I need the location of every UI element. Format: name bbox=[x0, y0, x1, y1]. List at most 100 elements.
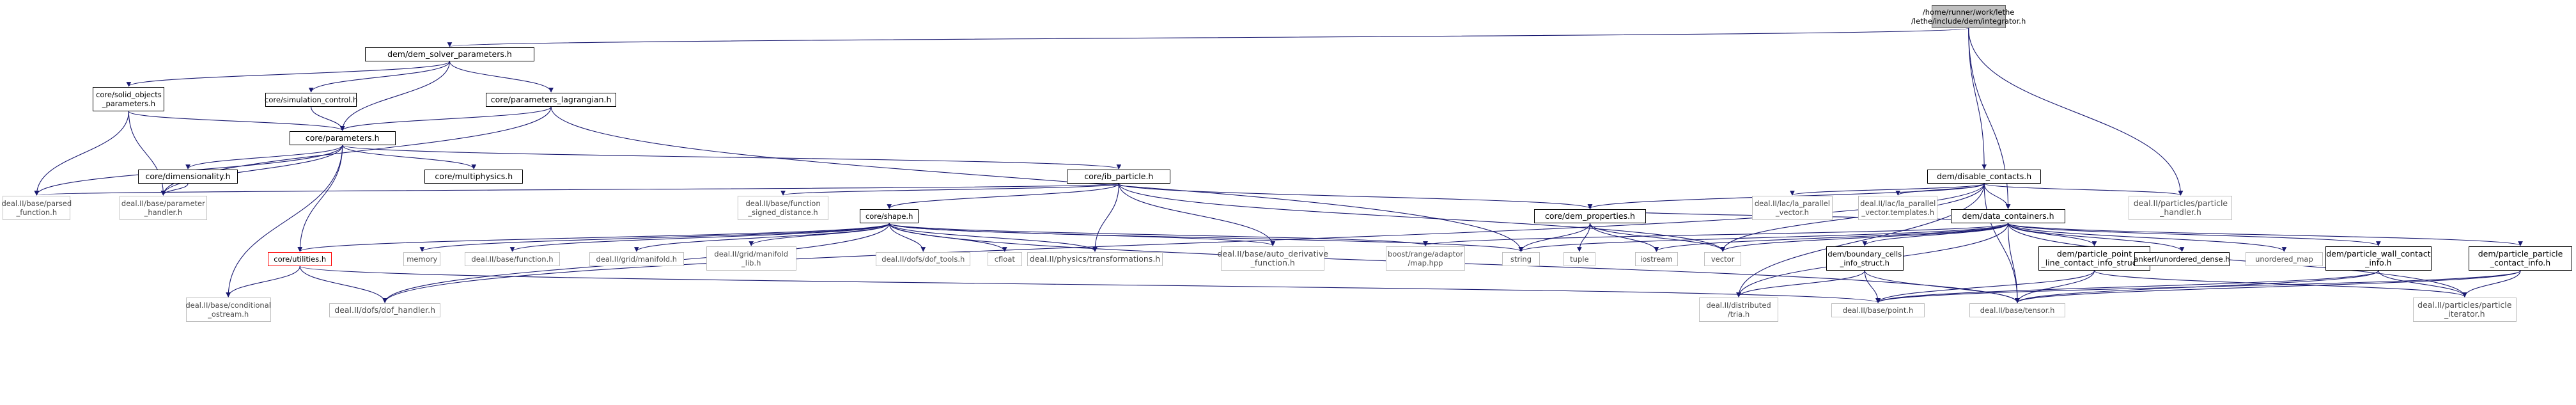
node-simulation-control[interactable]: core/simulation_control.h bbox=[265, 93, 357, 107]
node-label: deal.II/lac/la_parallel bbox=[1860, 199, 1936, 208]
node-label: iostream bbox=[1640, 255, 1673, 264]
node-label: _parameters.h bbox=[102, 99, 156, 108]
node-label: core/dem_properties.h bbox=[1544, 211, 1635, 221]
node-particle-particle-contact-info[interactable]: dem/particle_particle_contact_info.h bbox=[2469, 246, 2572, 271]
node-label: deal.II/particles/particle bbox=[2417, 300, 2512, 310]
edge-shape-to-utilities bbox=[297, 223, 890, 252]
node-disable-contacts[interactable]: dem/disable_contacts.h bbox=[1927, 170, 2042, 184]
node-particle-handler: deal.II/particles/particle_handler.h bbox=[2129, 196, 2233, 220]
node-label: deal.II/dofs/dof_tools.h bbox=[881, 255, 965, 264]
node-solid-objects-parameters[interactable]: core/solid_objects_parameters.h bbox=[93, 87, 165, 111]
node-parameters-lagrangian[interactable]: core/parameters_lagrangian.h bbox=[485, 93, 617, 107]
node-particle-wall-contact-info[interactable]: dem/particle_wall_contact_info.h bbox=[2325, 246, 2432, 271]
node-dem-solver-parameters[interactable]: dem/dem_solver_parameters.h bbox=[365, 47, 534, 61]
node-multiphysics[interactable]: core/multiphysics.h bbox=[424, 170, 524, 184]
edge-dimensionality-to-param_handler bbox=[160, 183, 189, 196]
node-label: string bbox=[1510, 255, 1532, 264]
node-integrator-h: /home/runner/work/lethe/lethe/include/de… bbox=[1911, 5, 2026, 28]
node-label: core/solid_objects bbox=[96, 90, 162, 99]
node-label: _handler.h bbox=[144, 208, 183, 217]
edge-utilities-to-point bbox=[299, 266, 1881, 303]
edge-utilities-to-cond_ostream bbox=[226, 266, 300, 298]
node-label: deal.II/base/auto_derivative bbox=[1217, 249, 1328, 258]
node-unordered-map: unordered_map bbox=[2246, 252, 2323, 266]
node-label: vector bbox=[1711, 255, 1735, 264]
node-distributed-tria: deal.II/distributed/tria.h bbox=[1698, 298, 1779, 322]
edge-disable_contacts-to-tensor bbox=[1983, 183, 2020, 303]
node-dof-tools: deal.II/dofs/dof_tools.h bbox=[876, 252, 971, 266]
node-physics-transformations: deal.II/physics/transformations.h bbox=[1027, 252, 1163, 266]
node-label: deal.II/lac/la_parallel bbox=[1754, 199, 1830, 208]
node-label: dem/particle_particle bbox=[2478, 249, 2563, 258]
node-dem-properties[interactable]: core/dem_properties.h bbox=[1534, 209, 1646, 223]
edge-parameters-to-param_handler bbox=[160, 145, 343, 196]
node-boundary-cells-info[interactable]: dem/boundary_cells_info_struct.h bbox=[1826, 246, 1904, 271]
node-label: deal.II/base/point.h bbox=[1842, 306, 1914, 315]
edge-dem_solver-to-solid_objects bbox=[126, 61, 451, 87]
node-label: core/ib_particle.h bbox=[1084, 171, 1154, 181]
node-label: core/multiphysics.h bbox=[435, 171, 513, 181]
node-memory: memory bbox=[403, 252, 441, 266]
edge-disable_contacts-to-tria bbox=[1736, 183, 1985, 298]
edge-shape-to-memory bbox=[419, 223, 890, 252]
edge-disable_contacts-to-data_containers bbox=[1983, 183, 2011, 209]
edge-pp_contact-to-point bbox=[1875, 270, 2521, 303]
node-data-containers[interactable]: dem/data_containers.h bbox=[1951, 209, 2065, 223]
node-unordered-dense[interactable]: ankerl/unordered_dense.h bbox=[2134, 252, 2230, 266]
edge-dem_solver-to-param_lagr bbox=[449, 61, 554, 93]
edge-data_containers-to-vector bbox=[1720, 223, 2009, 252]
edge-disable_contacts-to-la_vector_tpl bbox=[1895, 183, 1985, 196]
node-auto-derivative-function: deal.II/base/auto_derivative_function.h bbox=[1218, 246, 1328, 271]
node-label: memory bbox=[407, 255, 438, 264]
node-iostream: iostream bbox=[1635, 252, 1678, 266]
node-label: _function.h bbox=[16, 208, 58, 217]
node-la-parallel-vector: deal.II/lac/la_parallel_vector.h bbox=[1751, 196, 1833, 220]
node-label: boost/range/adaptor bbox=[1388, 250, 1464, 258]
node-label: deal.II/base/tensor.h bbox=[1980, 306, 2055, 315]
edge-data_containers-to-boundary_cells bbox=[1862, 223, 2009, 246]
node-label: _contact_info.h bbox=[2490, 258, 2551, 267]
edge-root-to-particle_handler bbox=[1968, 28, 2184, 196]
node-shape[interactable]: core/shape.h bbox=[860, 209, 919, 223]
node-label: deal.II/base/function.h bbox=[471, 255, 554, 264]
edge-dem_properties-to-vector bbox=[1589, 223, 1725, 252]
node-ib-particle[interactable]: core/ib_particle.h bbox=[1067, 170, 1171, 184]
node-label: core/parameters_lagrangian.h bbox=[490, 95, 612, 104]
node-label: deal.II/grid/manifold.h bbox=[596, 255, 678, 264]
edge-dem_properties-to-iostream bbox=[1589, 223, 1659, 252]
edge-shape-to-dof_tools bbox=[888, 223, 926, 252]
node-utilities[interactable]: core/utilities.h bbox=[268, 252, 332, 266]
edge-pw_contact-to-point bbox=[1875, 270, 2379, 303]
edge-ib_particle-to-shape bbox=[887, 183, 1119, 209]
edge-ib_particle-to-dem_properties bbox=[1118, 183, 1593, 209]
edge-root-to-dem_solver bbox=[447, 28, 1969, 47]
node-base-tensor: deal.II/base/tensor.h bbox=[1969, 303, 2065, 317]
edge-pp_line-to-tensor bbox=[2015, 270, 2095, 303]
edge-ib_particle-to-vector bbox=[1118, 183, 1725, 252]
node-particle-point-line-contact[interactable]: dem/particle_point_line_contact_info_str… bbox=[2038, 246, 2150, 271]
node-manifold-lib: deal.II/grid/manifold_lib.h bbox=[706, 246, 796, 271]
node-label: _handler.h bbox=[2160, 207, 2201, 217]
node-label: _vector.templates.h bbox=[1861, 208, 1935, 217]
node-label: dem/particle_wall_contact bbox=[2326, 249, 2431, 258]
edge-data_containers-to-pp_contact bbox=[2007, 223, 2523, 246]
node-particle-iterator: deal.II/particles/particle_iterator.h bbox=[2412, 298, 2517, 322]
node-base-point: deal.II/base/point.h bbox=[1831, 303, 1925, 317]
edge-ib_particle-to-transformations bbox=[1092, 183, 1119, 252]
node-boost-map: boost/range/adaptor/map.hpp bbox=[1385, 246, 1466, 271]
node-label: _ostream.h bbox=[208, 310, 249, 319]
edge-utilities-to-dof_handler bbox=[299, 266, 387, 303]
edge-data_containers-to-string bbox=[1518, 223, 2009, 252]
node-label: core/utilities.h bbox=[274, 255, 327, 264]
edge-shape-to-manifold_lib bbox=[749, 223, 890, 246]
edge-shape-to-transformations bbox=[888, 223, 1098, 252]
node-dimensionality[interactable]: core/dimensionality.h bbox=[137, 170, 238, 184]
node-label: /map.hpp bbox=[1408, 258, 1443, 267]
edge-disable_contacts-to-particle_handler bbox=[1983, 183, 2184, 196]
node-parameters[interactable]: core/parameters.h bbox=[289, 131, 396, 145]
edge-parameters-to-dimensionality bbox=[185, 145, 343, 170]
node-label: dem/dem_solver_parameters.h bbox=[387, 49, 512, 59]
edge-dem_solver-to-parameters bbox=[339, 61, 451, 131]
edge-parameters-to-ib_particle bbox=[342, 145, 1121, 170]
node-label: deal.II/base/function bbox=[745, 199, 821, 208]
